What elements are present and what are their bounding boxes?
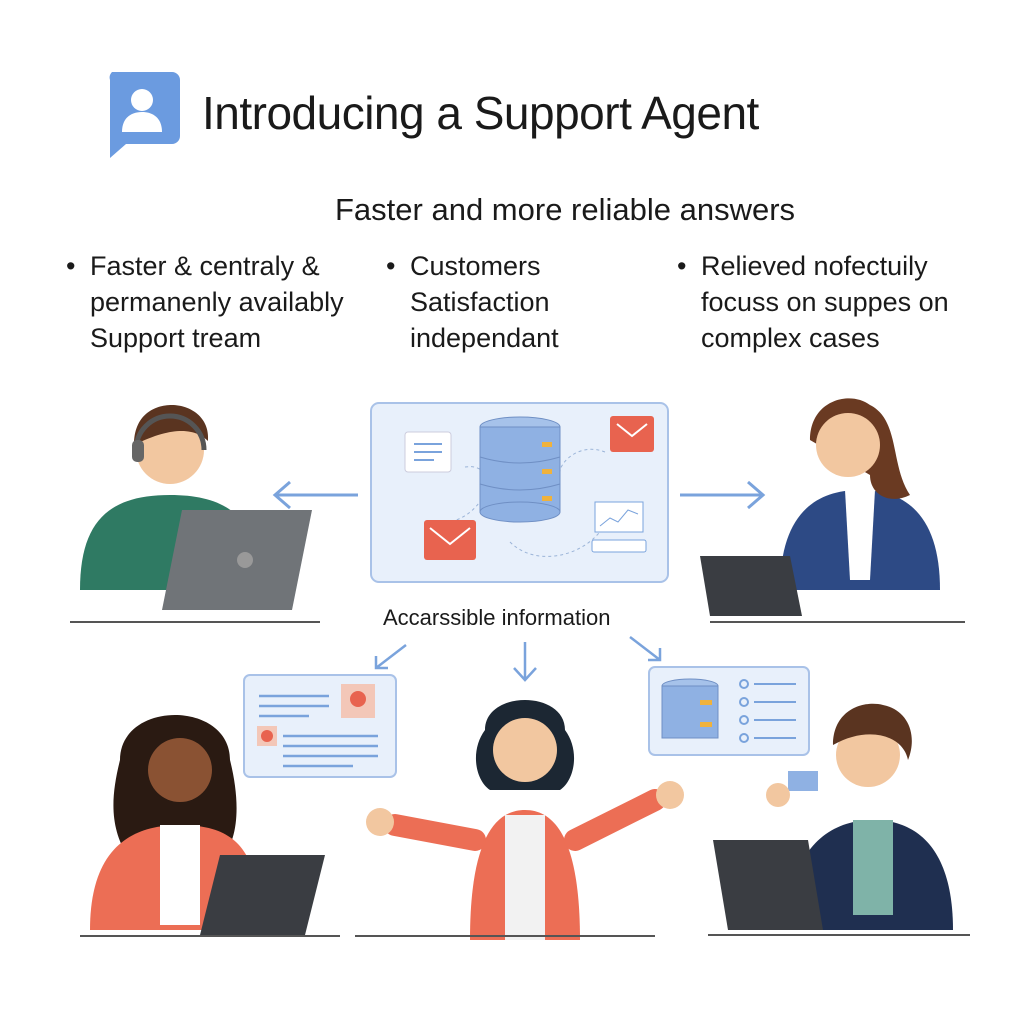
arrow-down-left-icon [374, 644, 407, 670]
bullet-line: Faster & centraly & [90, 251, 320, 281]
bullet-line: Support tream [90, 323, 262, 353]
bullet-3: • Relieved nofectuily focuss on suppes o… [677, 248, 949, 356]
database-card [648, 666, 810, 756]
arrow-right-icon [680, 480, 766, 510]
bullet-2: • Customers Satisfaction independant [386, 248, 559, 356]
document-icon [404, 431, 452, 473]
agent-top-right [700, 398, 965, 623]
arrow-down-right-icon [629, 636, 662, 662]
bullet-1: • Faster & centraly & permanenly availab… [66, 248, 344, 356]
mail-icon [424, 520, 476, 560]
arrow-left-icon [272, 480, 358, 510]
profile-card [243, 674, 397, 778]
bullet-line: Customers [410, 251, 541, 281]
subtitle: Faster and more reliable answers [335, 192, 796, 227]
bullet-line: permanenly availably [90, 287, 344, 317]
user-chat-icon [109, 72, 180, 158]
agent-bottom-left [80, 715, 340, 937]
chart-icon [591, 501, 647, 553]
bullet-line: Relieved nofectuily [701, 251, 928, 281]
agent-top-left [70, 405, 320, 623]
presenter-bottom-center [355, 700, 684, 940]
bullet-line: independant [410, 323, 559, 353]
center-label: Accarssible information [383, 605, 611, 630]
agent-bottom-right [708, 703, 970, 936]
bullet-line: focuss on suppes on [701, 287, 949, 317]
arrow-down-icon [513, 642, 537, 682]
page-title: Introducing a Support Agent [202, 87, 759, 139]
mail-icon [610, 416, 654, 452]
knowledge-base-panel [370, 402, 669, 583]
bullet-line: complex cases [701, 323, 880, 353]
bullet-line: Satisfaction [410, 287, 550, 317]
database-icon [479, 416, 561, 523]
